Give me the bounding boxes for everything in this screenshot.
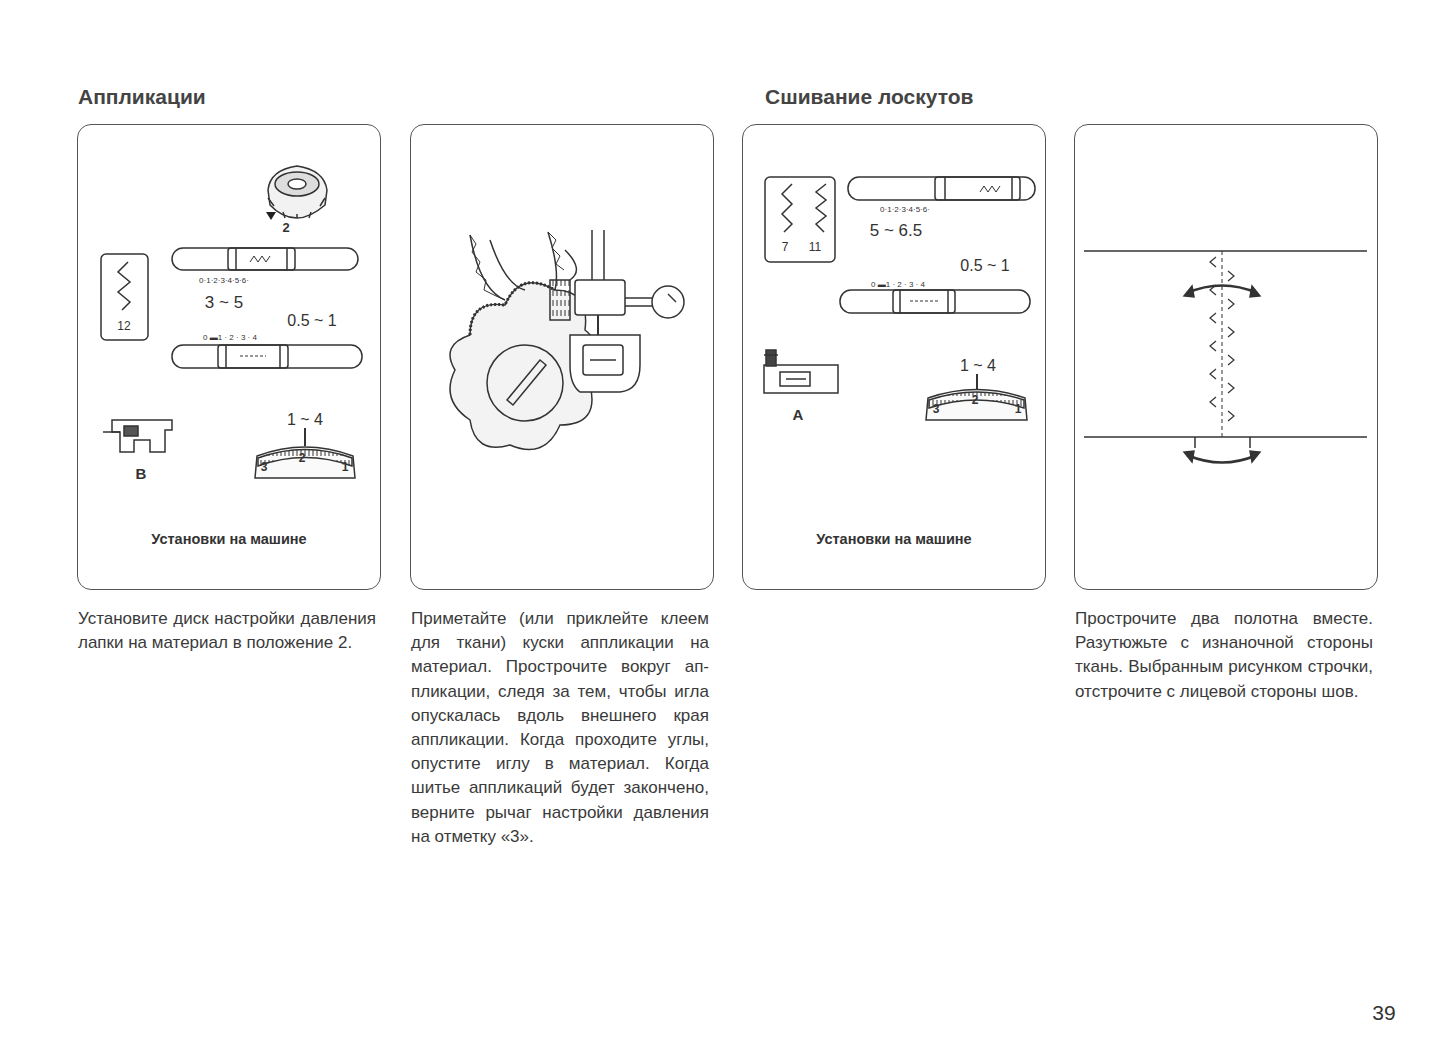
scale-marks: 0·1·2·3·4·5·6· bbox=[880, 206, 930, 214]
section-heading: Аппликации bbox=[78, 85, 206, 109]
page-number: 39 bbox=[1372, 1002, 1395, 1023]
body-text: Прострочите два полотна вместе. Разутюжь… bbox=[1075, 607, 1373, 704]
panel-box: АппликацииУстановки на машинеУстановите … bbox=[77, 124, 381, 590]
panel-box: Прострочите два полотна вместе. Разутюжь… bbox=[1074, 124, 1378, 590]
dial-number: 2 bbox=[299, 452, 306, 464]
pattern-number: 11 bbox=[809, 241, 821, 253]
body-text: Установите диск настройки давления лапки… bbox=[78, 607, 376, 655]
section-heading: Сшивание лоскутов bbox=[765, 85, 973, 109]
range-value: 1 ~ 4 bbox=[960, 358, 996, 374]
dial-number: 2 bbox=[972, 394, 979, 406]
panel-box: Приметайте (или приклейте клеем для ткан… bbox=[410, 124, 714, 590]
panel-caption: Установки на машине bbox=[78, 531, 380, 547]
panel-caption: Установки на машине bbox=[743, 531, 1045, 547]
range-value: 0.5 ~ 1 bbox=[287, 313, 336, 329]
scale-marks: 0·1·2·3·4·5·6· bbox=[199, 277, 249, 285]
scale-marks: 0 ▬1 · 2 · 3 · 4 bbox=[871, 281, 925, 289]
range-value: 0.5 ~ 1 bbox=[960, 258, 1009, 274]
pattern-number: 7 bbox=[782, 241, 789, 253]
foot-letter: B bbox=[136, 466, 147, 481]
scale-marks: 0 ▬1 · 2 · 3 · 4 bbox=[203, 334, 257, 342]
range-value: 1 ~ 4 bbox=[287, 412, 323, 428]
foot-letter: A bbox=[793, 407, 804, 422]
pattern-number: 12 bbox=[117, 320, 130, 332]
range-value: 3 ~ 5 bbox=[205, 294, 243, 311]
dial-number: 3 bbox=[261, 461, 268, 473]
panel-box: Сшивание лоскутовУстановки на машине bbox=[742, 124, 1046, 590]
body-text: Приметайте (или приклейте клеем для ткан… bbox=[411, 607, 709, 849]
dial-number: 1 bbox=[342, 461, 349, 473]
setting-number: 2 bbox=[282, 221, 289, 234]
dial-number: 3 bbox=[933, 403, 940, 415]
range-value: 5 ~ 6.5 bbox=[870, 222, 922, 239]
dial-number: 1 bbox=[1015, 403, 1022, 415]
